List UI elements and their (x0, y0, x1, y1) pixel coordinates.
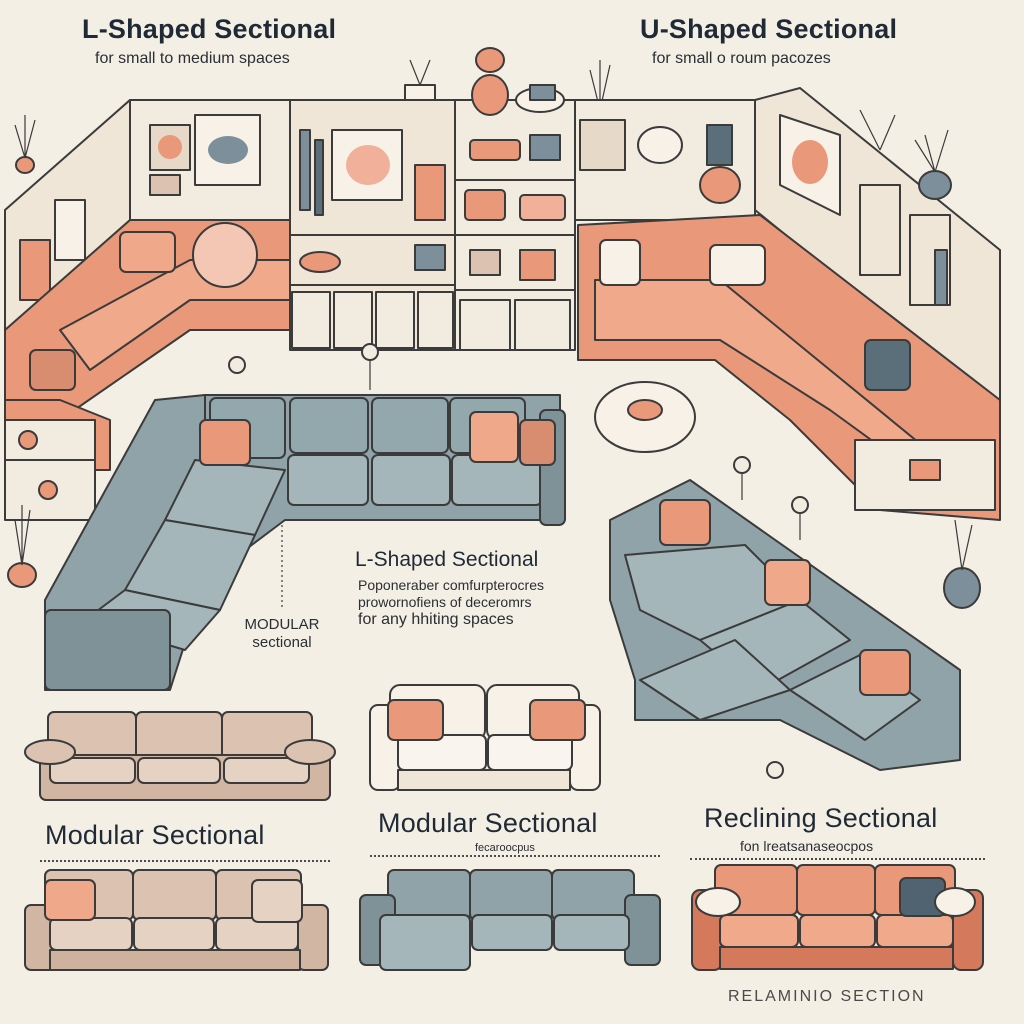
grey-l-shaped-sofa (44, 394, 566, 691)
bottom-right-dotted-line (690, 858, 985, 860)
bottom-right-title: Reclining Sectional (704, 803, 938, 833)
cream-sofa (369, 684, 601, 791)
grey-modular-sofa (359, 869, 661, 971)
coral-reclining-sofa (691, 864, 984, 971)
bottom-middle-title: Modular Sectional (378, 808, 598, 838)
modular-label-line-2: sectional (252, 634, 312, 651)
bottom-right-subtitle: fon lreatsanaseocpos (740, 838, 874, 854)
mid-line-3: for any hhiting spaces (358, 611, 514, 628)
modular-label-line-1: MODULAR (244, 616, 320, 633)
mid-title: L-Shaped Sectional (355, 548, 539, 571)
bottom-left-dotted-line (40, 860, 330, 862)
beige-sofa (24, 711, 336, 801)
top-left-subtitle: for small to medium spaces (95, 50, 290, 67)
u-shaped-room-scene (574, 87, 1001, 609)
top-right-subtitle: for small o roum pacozes (652, 50, 831, 67)
modular-label: MODULAR sectional (232, 616, 332, 652)
annotation-markers (228, 343, 809, 779)
bottom-right-caption: RELAMINIO SECTION (728, 988, 926, 1005)
shelving-unit (289, 47, 611, 351)
grey-chaise-sectional (609, 479, 961, 771)
bottom-left-title: Modular Sectional (45, 820, 265, 850)
bottom-middle-dotted-line (370, 855, 660, 857)
beige-modular-sofa (24, 869, 329, 971)
l-shaped-room-scene (4, 59, 436, 588)
top-right-title: U-Shaped Sectional (640, 14, 898, 44)
mid-line-2: prowornofiens of deceromrs (358, 594, 532, 610)
top-left-title: L-Shaped Sectional (82, 14, 337, 44)
bottom-middle-subtitle-text: fecaroocpus (475, 842, 535, 854)
mid-line-1: Poponeraber comfurpterocres (358, 577, 544, 593)
